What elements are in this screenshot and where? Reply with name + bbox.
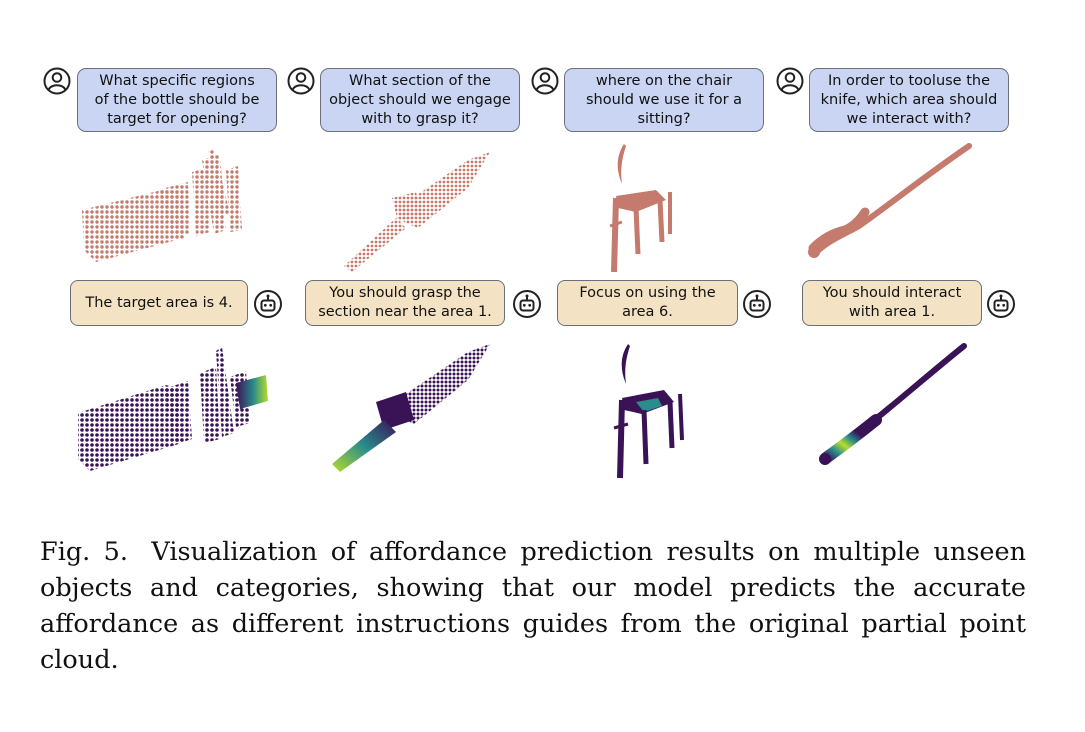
user-icon [42, 66, 72, 96]
question-bubble: What section of the object should we eng… [320, 68, 520, 132]
question-bubble: where on the chair should we use it for … [564, 68, 764, 132]
answer-bubble: Focus on using the area 6. [557, 280, 738, 326]
robot-icon [512, 289, 542, 319]
robot-icon [253, 289, 283, 319]
knife-input-point-cloud [338, 148, 498, 273]
question-bubble: What specific regions of the bottle shou… [77, 68, 277, 132]
chair-input-point-cloud [596, 142, 686, 274]
bottle-input-point-cloud [70, 140, 260, 270]
knife-prediction-point-cloud [328, 340, 498, 475]
answer-bubble: The target area is 4. [70, 280, 248, 326]
figure-panel: What specific regions of the bottle shou… [42, 66, 1016, 485]
robot-icon [986, 289, 1016, 319]
question-bubble: In order to tooluse the knife, which are… [809, 68, 1009, 132]
figure-caption: Fig. 5. Visualization of affordance pred… [40, 534, 1026, 678]
sword-input-point-cloud [805, 142, 975, 262]
figure-label: Fig. 5. [40, 537, 129, 567]
user-icon [286, 66, 316, 96]
robot-icon [742, 289, 772, 319]
sword-prediction-point-cloud [812, 340, 972, 468]
caption-text: Visualization of affordance prediction r… [40, 537, 1027, 675]
user-icon [775, 66, 805, 96]
answer-bubble: You should grasp the section near the ar… [305, 280, 505, 326]
bottle-prediction-point-cloud [70, 343, 270, 478]
user-icon [530, 66, 560, 96]
chair-prediction-point-cloud [600, 340, 696, 485]
answer-bubble: You should interact with area 1. [802, 280, 982, 326]
